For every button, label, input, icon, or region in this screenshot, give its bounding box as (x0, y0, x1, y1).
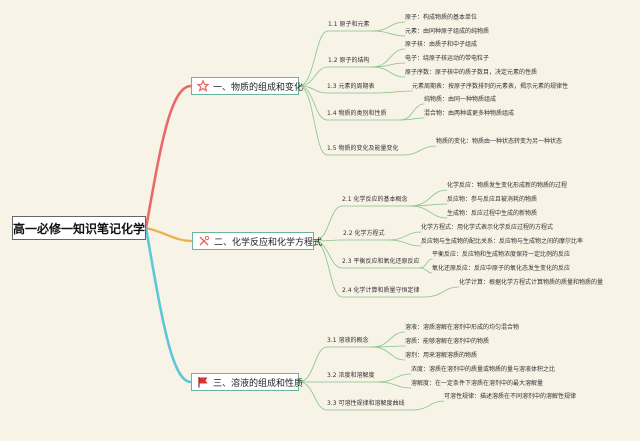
leaf-item[interactable]: 化学方程式：用化学式表示化学反应过程的方程式 (421, 224, 554, 231)
leaf-item[interactable]: 纯物质：由同一种物质组成 (424, 96, 497, 103)
leaf-item[interactable]: 原子序数：原子核中的质子数目，决定元素的性质 (405, 69, 538, 76)
root-topic[interactable]: 高一必修一知识笔记化学 (12, 216, 146, 240)
scissors-icon (198, 235, 210, 247)
main-branch-line-1 (144, 84, 193, 230)
leaf-item[interactable]: 元素周期表：按原子序数排列的元素表，揭示元素的规律性 (412, 83, 569, 90)
leaf-item[interactable]: 溶质：能够溶解在溶剂中的物质 (405, 338, 490, 345)
sub-connector (313, 239, 344, 242)
sub-topic[interactable]: 1.2 原子的结构 (328, 57, 370, 64)
leaf-item[interactable]: 溶解度：在一定条件下溶质在溶剂中的最大溶解量 (411, 380, 544, 387)
leaf-item[interactable]: 化学计算：根据化学方程式计算物质的质量和物质的量 (459, 279, 604, 286)
main-branch-line-2 (144, 226, 194, 243)
sub-topic[interactable]: 1.5 物质的变化及能量变化 (327, 145, 399, 152)
leaf-connector (423, 286, 460, 298)
sub-connector (298, 381, 328, 411)
leaf-connector (409, 189, 448, 207)
branch-1[interactable]: 一、物质的组成和变化 (191, 77, 303, 95)
leaf-item[interactable]: 浓度：溶质在溶剂中的质量或物质的量与溶液体积之比 (411, 366, 556, 373)
sub-topic[interactable]: 1.1 原子和元素 (328, 21, 370, 28)
sub-topic[interactable]: 3.1 溶液的概念 (327, 337, 369, 344)
main-branch-line-3 (144, 226, 193, 384)
leaf-item[interactable]: 原子核：由质子和中子组成 (405, 41, 478, 48)
branch-label: 二、化学反应和化学方程式 (214, 237, 323, 248)
branch-label: 一、物质的组成和变化 (213, 82, 304, 93)
leaf-item[interactable]: 原子：构成物质的基本单位 (405, 14, 478, 21)
leaf-connector (371, 30, 406, 37)
leaf-connector (419, 267, 433, 274)
leaf-connector (371, 331, 406, 348)
leaf-connector (376, 381, 412, 389)
sub-connector (298, 85, 328, 94)
flag-icon (197, 376, 209, 388)
leaf-connector (419, 258, 433, 269)
sub-topic[interactable]: 2.3 平衡反应和氧化还原反应 (342, 258, 420, 265)
sub-connector (313, 240, 343, 298)
sub-topic[interactable]: 2.2 化学方程式 (343, 230, 385, 237)
branch-label: 三、溶液的组成和性质 (213, 378, 304, 389)
leaf-item[interactable]: 平衡反应：反应物和生成物浓度保持一定比例的反应 (432, 251, 571, 258)
leaf-connector (409, 203, 448, 207)
leaf-connector (399, 103, 425, 121)
leaf-item[interactable]: 溶液：溶质溶解在溶剂中形成的均匀混合物 (405, 324, 520, 331)
leaf-item[interactable]: 反应物：参与反应且被消耗的物质 (447, 196, 538, 203)
leaf-connector (376, 373, 412, 383)
leaf-connector (387, 239, 422, 247)
sub-topic[interactable]: 3.2 浓度和溶解度 (327, 372, 375, 379)
leaf-connector (401, 145, 437, 156)
leaf-connector (411, 400, 445, 411)
leaf-connector (371, 48, 406, 68)
leaf-connector (373, 90, 413, 94)
leaf-item[interactable]: 氧化还原反应：反应中原子的氧化态发生变化的反应 (432, 265, 571, 272)
leaf-connector (409, 205, 448, 219)
sub-connector (313, 205, 343, 242)
star-outline-icon (196, 79, 210, 92)
branch-3[interactable]: 三、溶液的组成和性质 (191, 373, 303, 391)
leaf-item[interactable]: 电子：绕原子核运动的带电粒子 (405, 55, 490, 62)
leaf-connector (387, 231, 422, 241)
leaf-item[interactable]: 混合物：由两种或更多种物质组成 (424, 110, 515, 117)
leaf-connector (371, 346, 406, 361)
sub-topic[interactable]: 2.4 化学计算和质量守恒定律 (342, 287, 420, 294)
sub-connector (298, 85, 328, 156)
sub-connector (298, 66, 329, 87)
sub-topic[interactable]: 3.3 可溶性规律和溶解度曲线 (327, 400, 405, 407)
leaf-item[interactable]: 物质的变化：物质由一种状态转变为另一种状态 (436, 138, 563, 145)
sub-topic[interactable]: 2.1 化学反应的基本概念 (342, 196, 408, 203)
sub-connector (298, 346, 328, 383)
branch-2[interactable]: 二、化学反应和化学方程式 (192, 232, 322, 250)
leaf-item[interactable]: 元素：由同种原子组成的纯物质 (405, 28, 490, 35)
leaf-connector (371, 66, 406, 78)
sub-connector (298, 30, 329, 87)
leaf-connector (371, 21, 406, 32)
leaf-item[interactable]: 生成物：反应过程中生成的新物质 (447, 210, 538, 217)
sub-topic[interactable]: 1.3 元素的周期表 (327, 83, 375, 90)
leaf-item[interactable]: 化学反应：物质发生变化形成新的物质的过程 (447, 182, 568, 189)
leaf-item[interactable]: 溶剂：用来溶解溶质的物质 (405, 352, 478, 359)
leaf-item[interactable]: 反应物与生成物的配比关系：反应物与生成物之间的摩尔比率 (421, 238, 584, 245)
leaf-item[interactable]: 可溶性规律：描述溶质在不同溶剂中的溶解性规律 (444, 393, 577, 400)
leaf-connector (399, 117, 425, 121)
sub-topic[interactable]: 1.4 物质的类别和性质 (327, 110, 387, 117)
